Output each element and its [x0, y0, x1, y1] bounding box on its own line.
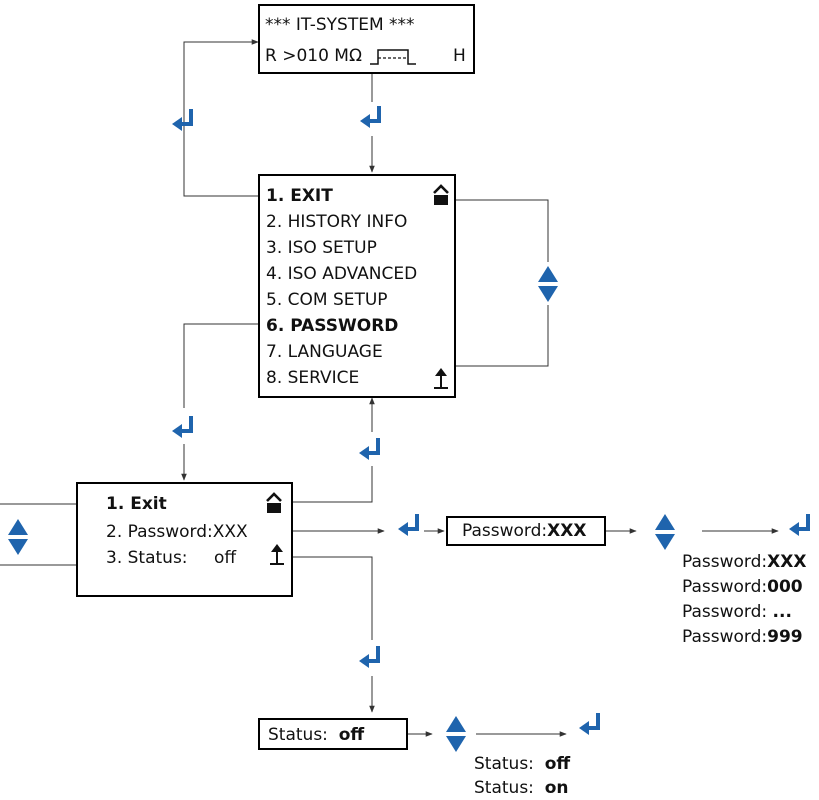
password-edit-value: XXX	[547, 521, 587, 541]
password-menu-box: 1. Exit 2. Password:XXX 3. Status: off	[76, 482, 293, 597]
unlock-icon	[266, 492, 282, 513]
status-value: off	[214, 548, 237, 568]
status-option: Status: on	[474, 778, 569, 798]
enter-icon	[397, 513, 419, 537]
up-down-icon	[655, 514, 675, 550]
submenu-item-password[interactable]: 2. Password:XXX	[106, 522, 248, 542]
menu-item-com-setup[interactable]: 5. COM SETUP	[266, 290, 388, 310]
status-edit-label: Status:	[268, 725, 328, 745]
status-option: Status: off	[474, 754, 571, 774]
password-value: XXX	[212, 522, 248, 542]
up-down-icon	[8, 519, 28, 555]
enter-icon	[358, 437, 380, 461]
threshold-pulse-icon	[370, 49, 416, 65]
up-arrow-icon	[434, 368, 448, 389]
password-label: 2. Password:	[106, 522, 213, 542]
password-edit-label: Password:	[462, 521, 548, 541]
menu-item-history-info[interactable]: 2. HISTORY INFO	[266, 212, 408, 232]
menu-item-iso-advanced[interactable]: 4. ISO ADVANCED	[266, 264, 418, 284]
status-edit-value: off	[338, 725, 365, 745]
enter-icon	[788, 513, 810, 537]
menu-item-password[interactable]: 6. PASSWORD	[266, 316, 399, 336]
menu-item-service[interactable]: 8. SERVICE	[266, 368, 360, 388]
resistance-readout: R >010 MΩ	[265, 46, 362, 66]
status-label: 3. Status:	[106, 548, 188, 568]
unlock-icon	[433, 184, 449, 205]
it-system-header: *** IT-SYSTEM ***	[265, 15, 415, 35]
status-edit-field[interactable]: Status: off	[268, 725, 364, 745]
enter-icon	[578, 712, 600, 736]
password-option: Password: ...	[682, 602, 792, 622]
level-indicator: H	[453, 46, 466, 66]
enter-icon	[359, 105, 381, 129]
status-edit-box: Status: off	[258, 718, 408, 750]
password-edit-field[interactable]: Password:XXX	[462, 521, 586, 541]
it-system-box: *** IT-SYSTEM *** R >010 MΩ H	[258, 4, 475, 74]
up-down-icon	[538, 266, 558, 302]
submenu-item-status[interactable]: 3. Status:	[106, 548, 188, 568]
password-option: Password:999	[682, 627, 803, 647]
up-down-icon	[446, 716, 466, 752]
password-option: Password:XXX	[682, 552, 807, 572]
menu-item-exit[interactable]: 1. EXIT	[266, 186, 333, 206]
password-edit-box: Password:XXX	[446, 516, 606, 546]
enter-icon	[171, 415, 193, 439]
enter-icon	[171, 108, 193, 132]
enter-icon	[358, 645, 380, 669]
main-menu-box: 1. EXIT 2. HISTORY INFO 3. ISO SETUP 4. …	[258, 174, 456, 398]
menu-item-language[interactable]: 7. LANGUAGE	[266, 342, 383, 362]
submenu-item-exit[interactable]: 1. Exit	[106, 494, 167, 514]
password-option: Password:000	[682, 577, 803, 597]
up-arrow-icon	[270, 544, 284, 565]
menu-item-iso-setup[interactable]: 3. ISO SETUP	[266, 238, 377, 258]
